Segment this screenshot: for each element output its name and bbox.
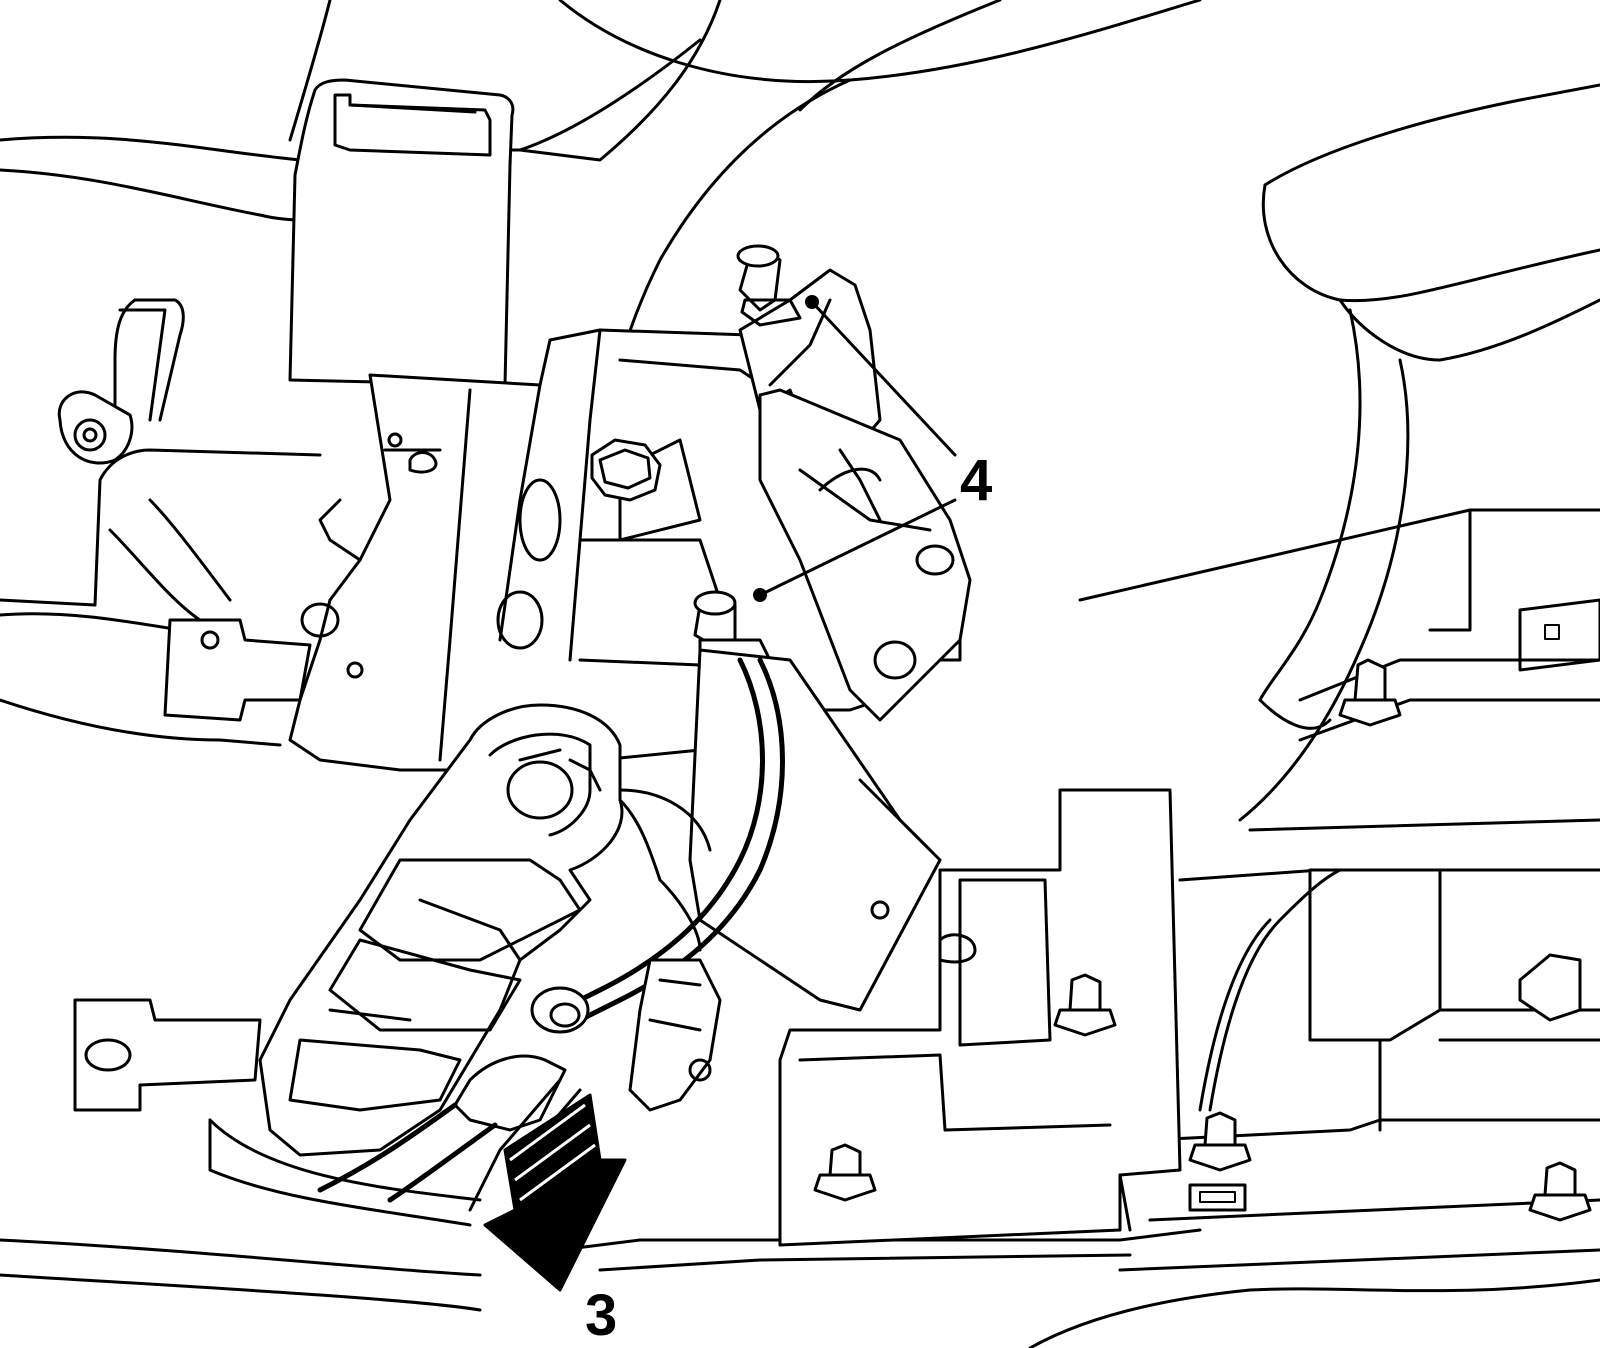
hex-bolt	[590, 438, 662, 502]
upper-bracket	[288, 78, 515, 387]
nut-bottom-right	[1528, 1161, 1592, 1222]
brake-cable	[317, 657, 785, 1212]
callout-4-leaders	[753, 295, 957, 602]
callout-dot-upper	[805, 295, 819, 309]
lever-housing	[108, 328, 962, 772]
brake-lever-arm	[258, 703, 712, 1157]
callout-label-4: 4	[960, 448, 992, 513]
callout-dot-lower	[753, 588, 767, 602]
cable-clip	[530, 986, 590, 1034]
nut-lower-center	[813, 1143, 877, 1202]
nut-lower-right	[1188, 1111, 1252, 1172]
pull-direction-arrow	[483, 1093, 627, 1292]
console-frame	[778, 508, 1600, 1247]
upper-stud	[736, 244, 802, 327]
callout-label-3: 3	[585, 1283, 617, 1348]
nut-middle	[1053, 973, 1117, 1037]
console-nuts	[813, 658, 1592, 1222]
nut-upper-right	[1338, 658, 1402, 727]
stud-bracket	[688, 244, 977, 1012]
